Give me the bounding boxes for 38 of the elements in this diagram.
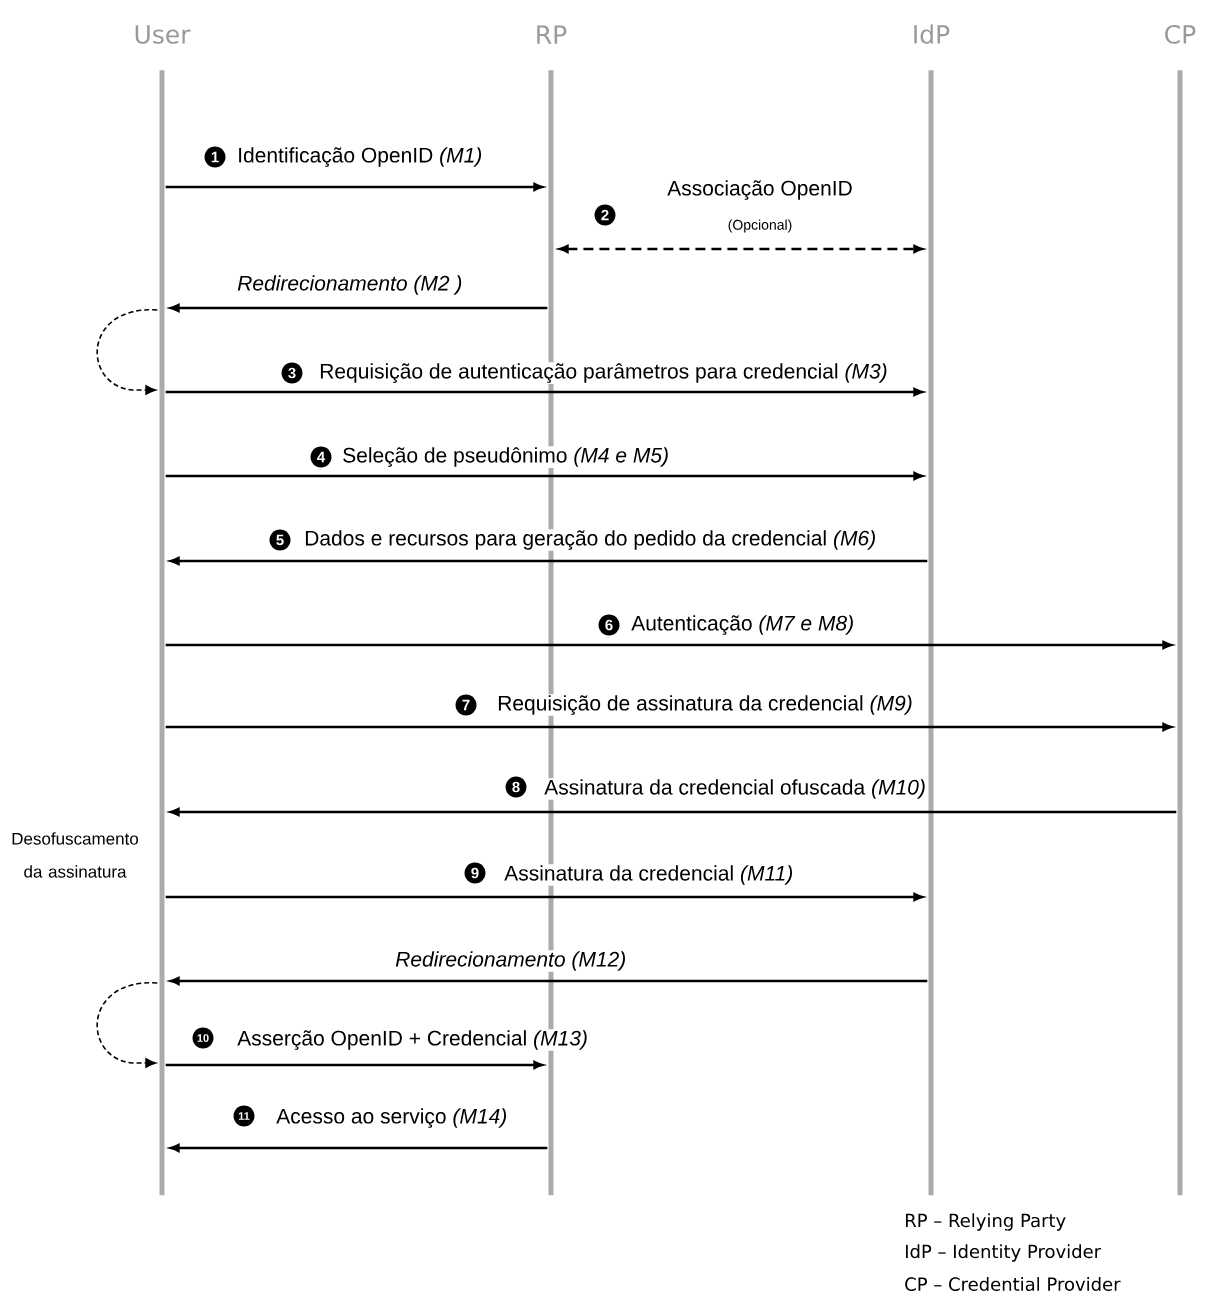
actor-label: RP xyxy=(537,25,567,44)
step-number: 7 xyxy=(455,694,477,716)
edge-label: Asserção OpenID + Credencial (M13) xyxy=(236,1029,589,1051)
arrow xyxy=(96,982,159,1068)
edge-label: Assinatura da credencial (M11) xyxy=(503,864,795,886)
step-number: 6 xyxy=(598,614,620,636)
step-number: 5 xyxy=(269,529,291,551)
step-number: 10 xyxy=(192,1027,214,1049)
note: (Opcional) xyxy=(726,218,794,234)
step-number: 4 xyxy=(310,446,332,468)
step-number: 9 xyxy=(464,862,486,884)
edge-label: Seleção de pseudônimo (M4 e M5) xyxy=(341,446,671,468)
legend-text: IdP – Identity Provider xyxy=(906,1244,1102,1262)
note: Desofuscamento da assinatura xyxy=(12,832,139,878)
edge-label: Requisição de assinatura da credencial (M9) xyxy=(496,694,914,716)
edge-label: Associação OpenID xyxy=(666,179,854,201)
edge-label: Identificação OpenID (M1) xyxy=(236,146,484,168)
arrow xyxy=(96,309,159,395)
actor-label: IdP xyxy=(914,24,950,44)
legend-text: RP – Relying Party xyxy=(906,1213,1066,1231)
lifeline xyxy=(1177,70,1183,1196)
lifeline xyxy=(159,70,165,1196)
edge-label: Autenticação (M7 e M8) xyxy=(630,614,856,636)
legend-text: CP – Credential Provider xyxy=(905,1277,1121,1291)
edge-label: Redirecionamento (M12) xyxy=(394,950,628,972)
step-number: 8 xyxy=(505,776,527,798)
step-number: 1 xyxy=(204,146,226,168)
step-number: 3 xyxy=(281,362,303,384)
edge-label: Dados e recursos para geração do pedido da credencial (M6) xyxy=(303,529,878,551)
edge-label: Acesso ao serviço (M14) xyxy=(275,1107,509,1129)
lifeline xyxy=(928,70,934,1196)
step-number: 11 xyxy=(233,1105,255,1127)
edge-label: Requisição de autenticação parâmetros para credencial (M3) xyxy=(318,362,889,384)
step-number: 2 xyxy=(594,204,616,226)
actor-label: CP xyxy=(1165,24,1196,44)
actor-label: User xyxy=(135,25,191,44)
edge-label: Assinatura da credencial ofuscada (M10) xyxy=(543,778,927,800)
edge-label: Redirecionamento (M2 ) xyxy=(236,274,464,296)
